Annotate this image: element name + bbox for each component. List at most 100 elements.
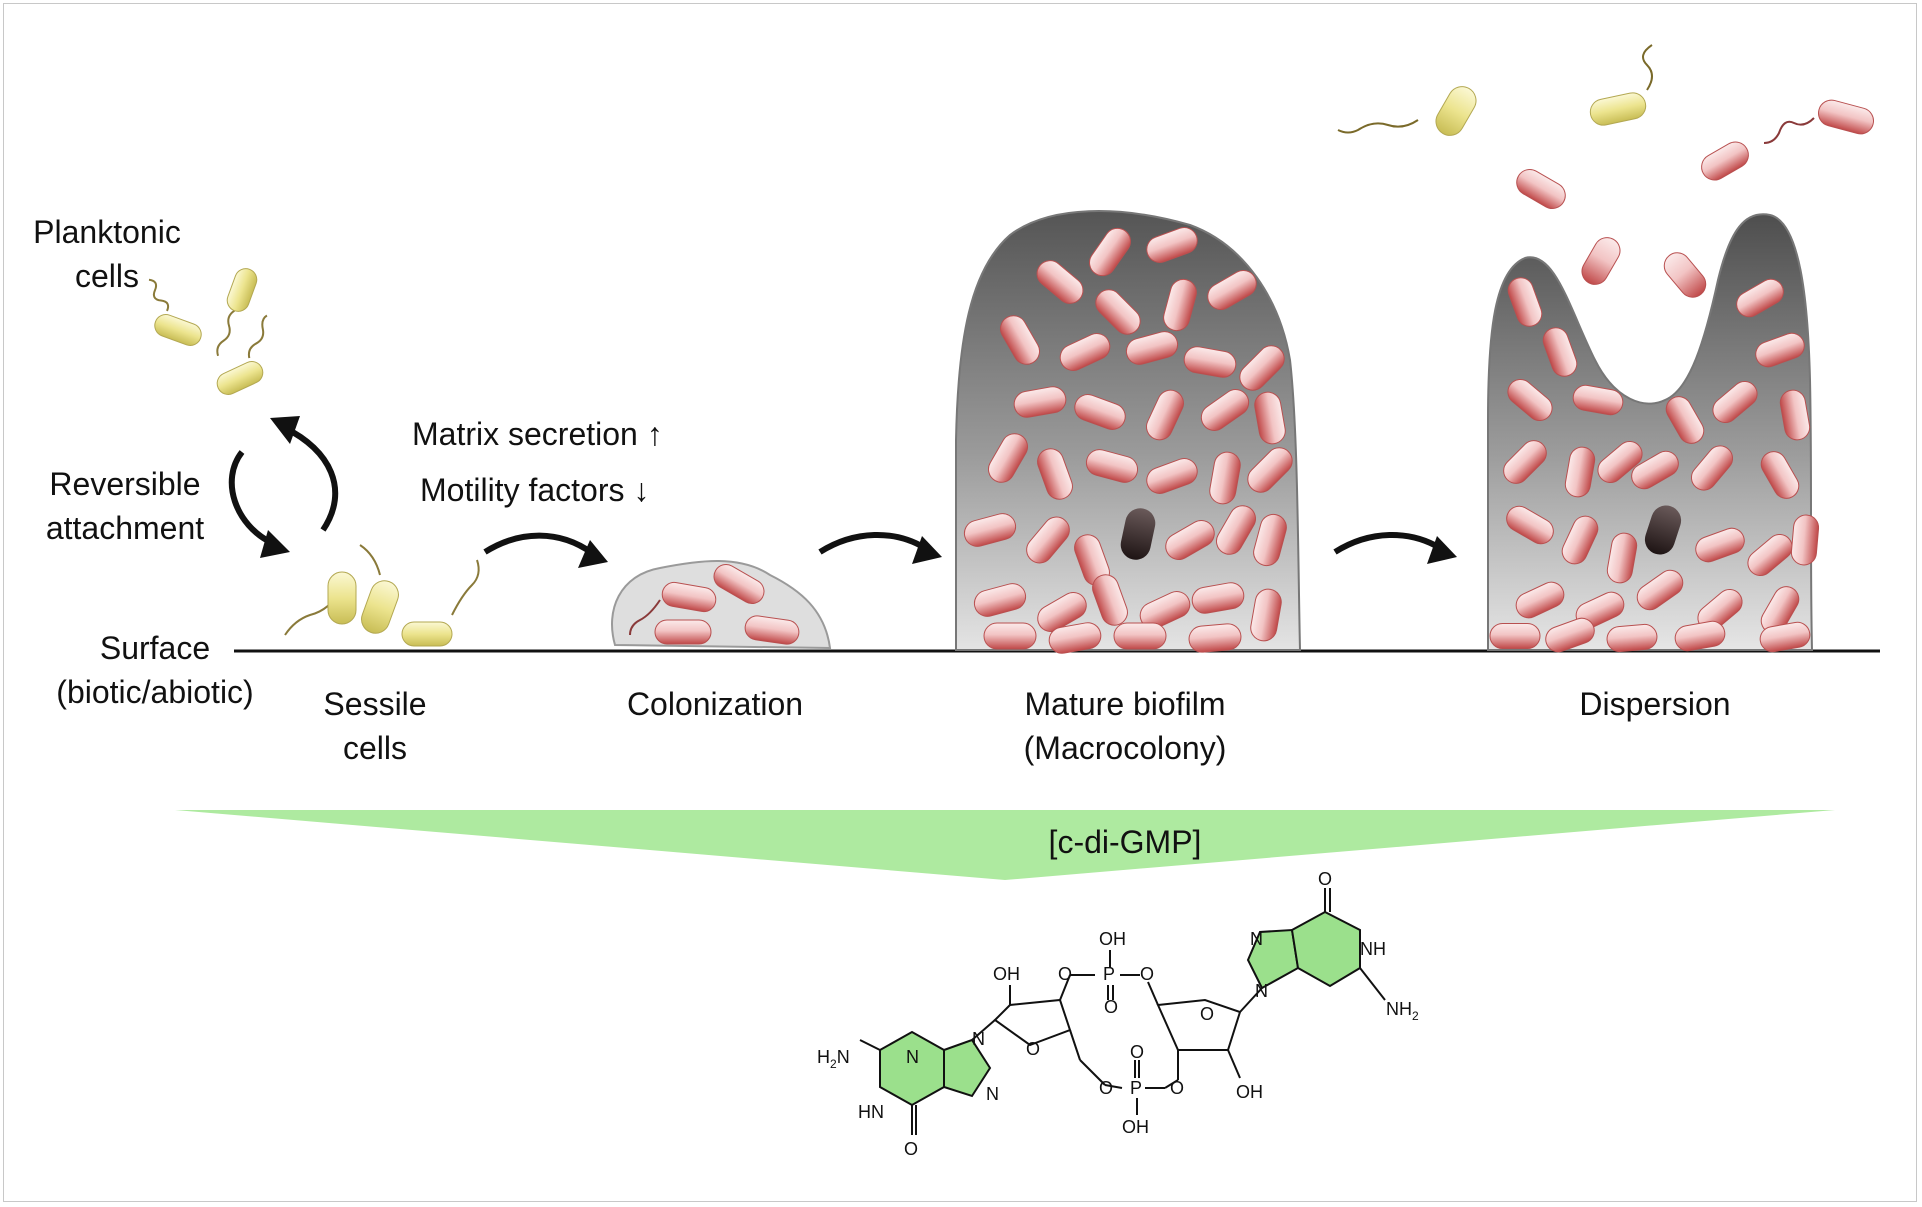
planktonic-cells	[148, 268, 268, 395]
dispersion-label: Dispersion	[1579, 686, 1731, 722]
biofilm-cell	[1139, 591, 1191, 629]
biofilm-cell	[1759, 621, 1811, 653]
sessile-cells	[284, 544, 480, 647]
colonization-label: Colonization	[626, 686, 804, 722]
biofilm-cell	[1572, 384, 1624, 416]
figure-frame	[3, 3, 1917, 1202]
biofilm-cell	[1712, 380, 1758, 424]
svg-text:OH: OH	[1122, 1117, 1149, 1137]
planktonic-label: Planktonic cells	[33, 214, 181, 294]
biofilm-cell	[1165, 520, 1215, 560]
biofilm-cell	[1636, 569, 1684, 611]
dispersion-biofilm	[1487, 213, 1820, 653]
svg-text:O: O	[904, 1139, 918, 1159]
svg-text:O: O	[1058, 964, 1072, 984]
motility-factors-label: Motility factors ↓	[420, 472, 650, 508]
biofilm-cell	[1209, 451, 1241, 505]
svg-text:OH: OH	[1099, 929, 1126, 949]
svg-text:OH: OH	[1236, 1082, 1263, 1102]
mature-biofilm-label: Mature biofilm (Macrocolony)	[1023, 686, 1227, 766]
biofilm-cell	[1779, 389, 1811, 441]
biofilm-cell	[1026, 516, 1070, 564]
cdigmp-gradient-band	[175, 810, 1835, 880]
reversible-attachment-arrows	[228, 416, 339, 558]
svg-text:N: N	[986, 1084, 999, 1104]
biofilm-cell	[1606, 532, 1638, 584]
svg-text:N: N	[972, 1029, 985, 1049]
cdigmp-atom-labels: H2N N HN O N N OH O O P OH O O O O P O O…	[817, 869, 1419, 1159]
svg-text:O: O	[1200, 1004, 1214, 1024]
biofilm-cell	[1146, 389, 1184, 441]
arrow-to-mature	[818, 531, 927, 555]
biofilm-cell	[1503, 440, 1547, 484]
biofilm-cell	[1631, 450, 1679, 490]
svg-text:O: O	[1026, 1039, 1040, 1059]
biofilm-cell	[1013, 386, 1067, 418]
svg-text:NH: NH	[1360, 939, 1386, 959]
biofilm-cell	[1250, 588, 1282, 642]
biofilm-cell	[1665, 396, 1705, 444]
arrow-to-dispersion	[1333, 531, 1442, 555]
biofilm-cell	[1747, 533, 1793, 577]
arrow-to-colonization	[483, 532, 594, 556]
biofilm-cell	[1037, 592, 1087, 632]
biofilm-cell	[1515, 581, 1565, 619]
svg-text:P: P	[1103, 964, 1115, 984]
biofilm-cell	[1545, 617, 1595, 653]
biofilm-cell	[1059, 333, 1111, 371]
biofilm-cell	[1253, 513, 1287, 567]
biofilm-cell	[1163, 278, 1197, 332]
svg-text:HN: HN	[858, 1102, 884, 1122]
biofilm-cell	[1095, 289, 1141, 335]
biofilm-cell	[1085, 449, 1139, 483]
svg-text:OH: OH	[993, 964, 1020, 984]
biofilm-cell	[1564, 446, 1596, 498]
biofilm-cell	[973, 583, 1027, 617]
svg-text:P: P	[1130, 1078, 1142, 1098]
svg-text:O: O	[1140, 964, 1154, 984]
dispersing-cells	[1337, 44, 1874, 298]
svg-text:O: O	[1130, 1042, 1144, 1062]
biofilm-cell	[1542, 327, 1578, 377]
svg-text:O: O	[1170, 1078, 1184, 1098]
biofilm-cell	[1507, 277, 1543, 327]
biofilm-cell	[1000, 315, 1040, 365]
biofilm-cell	[1146, 458, 1198, 494]
biofilm-cell	[1216, 505, 1256, 555]
biofilm-cell	[1606, 623, 1658, 653]
biofilm-cell	[1507, 378, 1553, 422]
biofilm-cell	[1254, 391, 1286, 445]
biofilm-cell	[983, 622, 1037, 650]
biofilm-cell	[1146, 227, 1198, 263]
biofilm-cell	[1247, 447, 1293, 493]
cdigmp-label: [c-di-GMP]	[1048, 824, 1202, 860]
matrix-secretion-label: Matrix secretion ↑	[412, 416, 663, 452]
reversible-attachment-label: Reversible attachment	[45, 466, 205, 546]
biofilm-cell	[1074, 394, 1126, 430]
svg-text:O: O	[1099, 1078, 1113, 1098]
biofilm-cell	[1755, 332, 1805, 368]
biofilm-cell	[963, 513, 1017, 547]
biofilm-cell	[1489, 623, 1541, 649]
biofilm-cell	[1760, 451, 1800, 499]
svg-text:N: N	[1255, 981, 1268, 1001]
biofilm-cell	[1695, 527, 1745, 563]
biofilm-cell	[1037, 448, 1073, 500]
svg-text:N: N	[906, 1047, 919, 1067]
biofilm-cell	[1736, 278, 1784, 318]
biofilm-cell	[1188, 623, 1242, 653]
biofilm-cell	[1092, 574, 1128, 626]
surface-label: Surface (biotic/abiotic)	[56, 630, 254, 710]
biofilm-cell	[1207, 269, 1257, 310]
svg-text:NH2: NH2	[1386, 999, 1419, 1023]
biofilm-cell	[1183, 346, 1237, 378]
biofilm-cell	[1674, 620, 1726, 652]
biofilm-cell	[1191, 582, 1245, 614]
cdigmp-structure	[859, 888, 1386, 1135]
biofilm-cell	[1036, 260, 1084, 304]
colonization-colony	[611, 560, 832, 650]
svg-text:N: N	[1250, 929, 1263, 949]
biofilm-cell	[1200, 389, 1250, 431]
biofilm-cell	[1561, 515, 1599, 565]
